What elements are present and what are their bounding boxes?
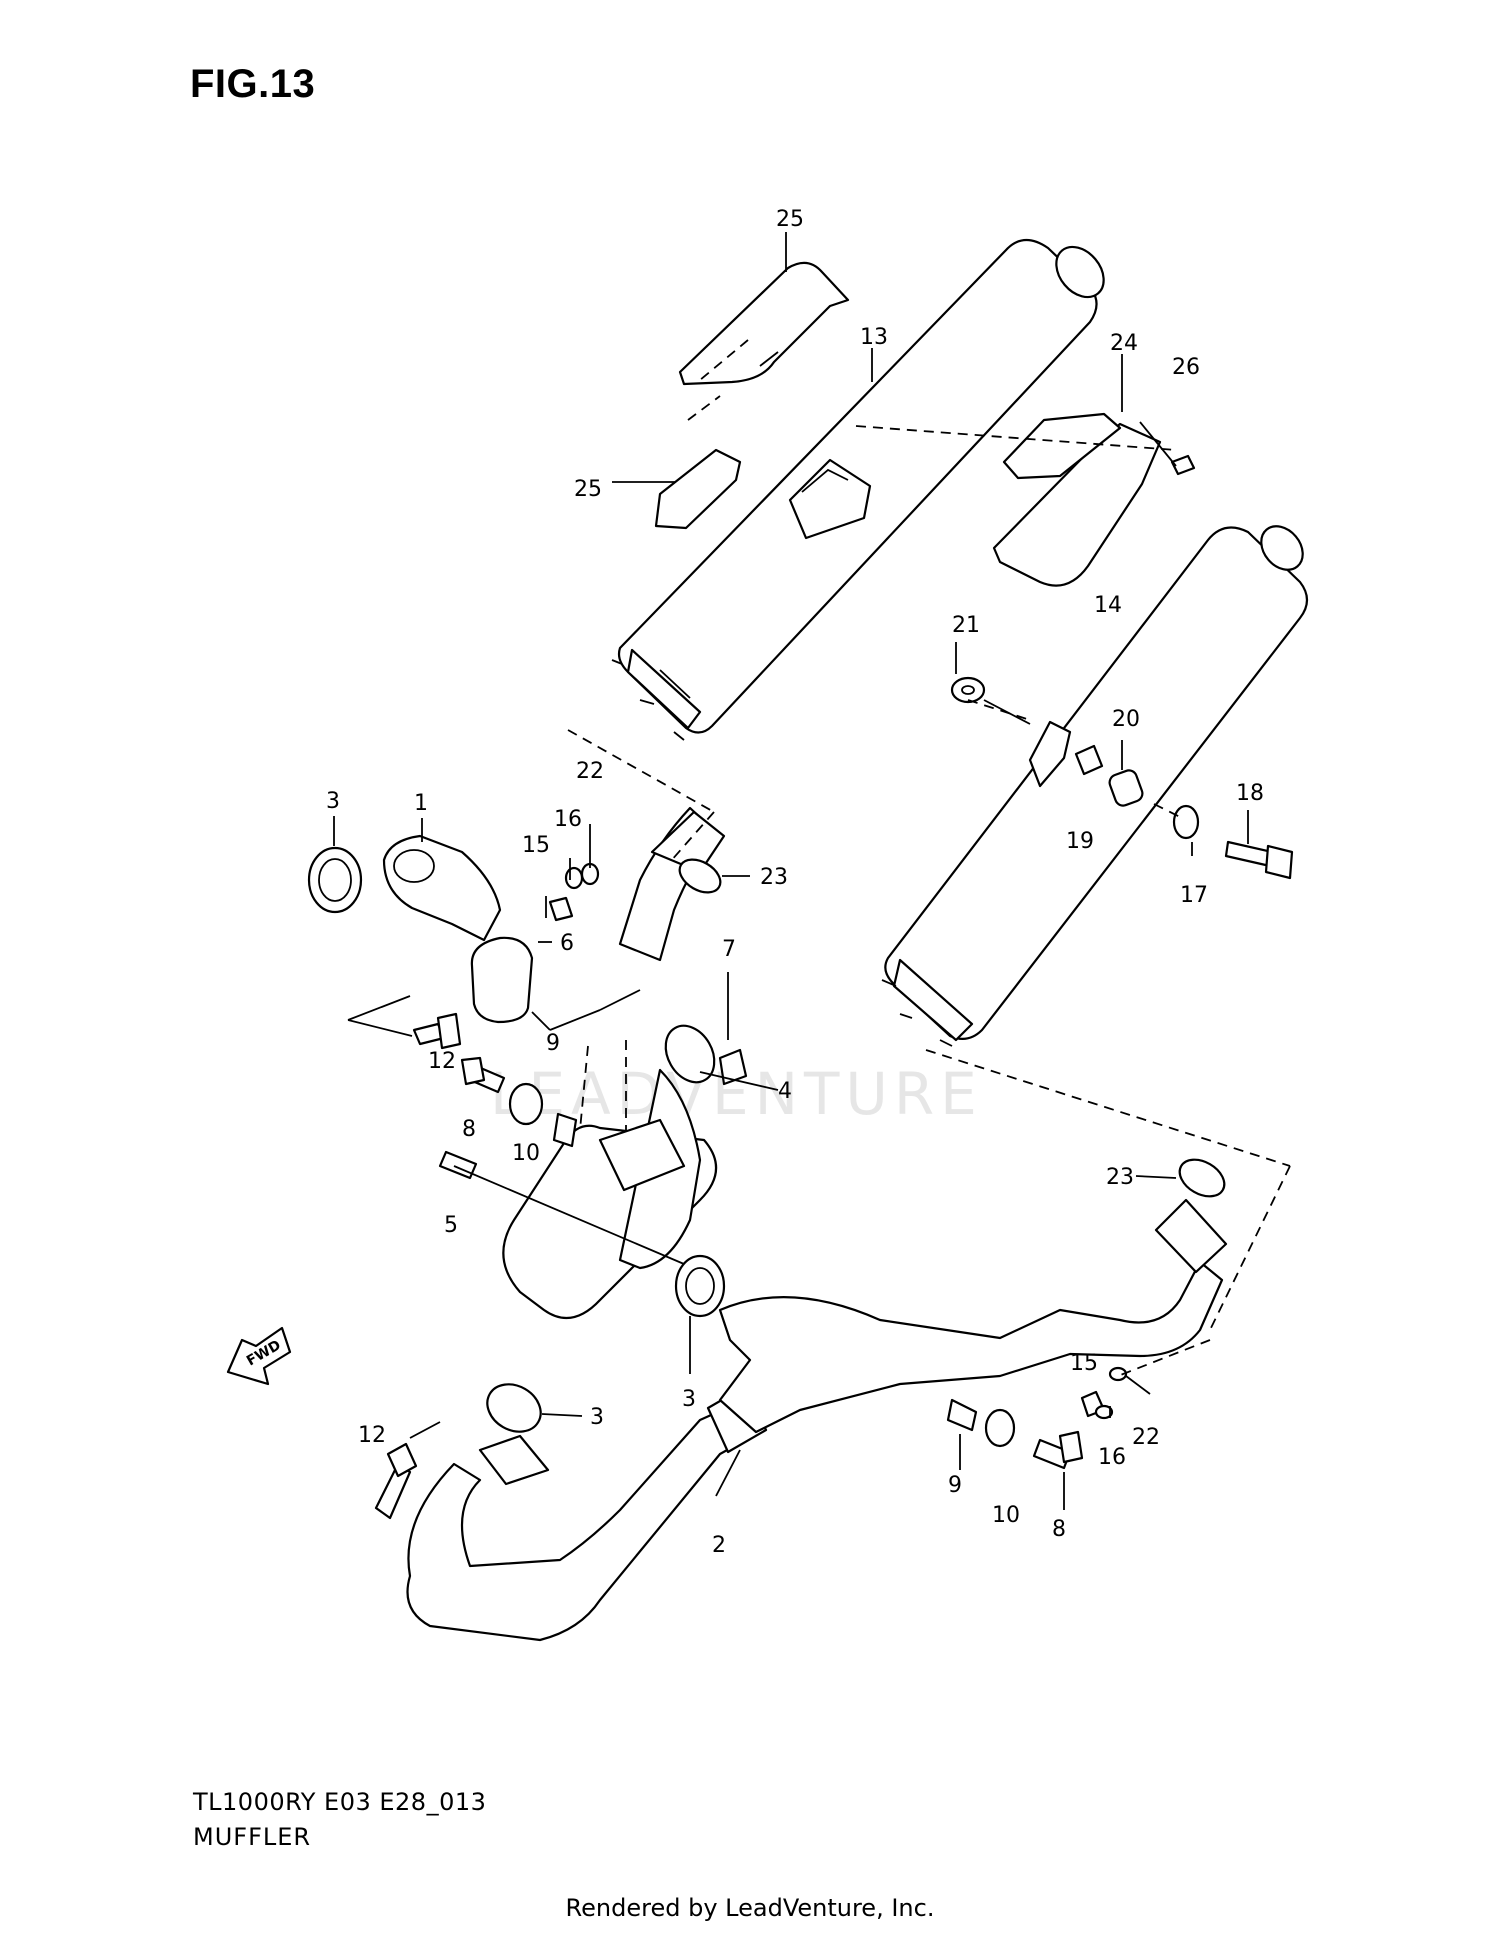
callout-11: 12 [428, 1049, 456, 1074]
callout-16: 16 [554, 807, 582, 832]
callout-16: 16 [1098, 1445, 1126, 1470]
muffler-lower [881, 525, 1309, 1047]
leader-lines [333, 232, 1291, 1510]
front-exhaust-pipe [502, 806, 726, 1320]
callout-22: 22 [576, 759, 604, 784]
mount-hardware-right [950, 676, 1294, 880]
callout-4: 4 [778, 1079, 792, 1104]
callout-21: 21 [952, 613, 980, 638]
callout-1: 1 [414, 791, 428, 816]
callout-7: 7 [722, 937, 736, 962]
callout-19: 19 [1066, 829, 1094, 854]
callout-25: 25 [574, 477, 602, 502]
callout-17: 17 [1180, 883, 1208, 908]
fwd-arrow-icon [226, 1326, 292, 1386]
exhaust-joint [382, 834, 534, 1024]
callout-23: 23 [1106, 1165, 1134, 1190]
callout-26: 26 [1172, 355, 1200, 380]
section-name: MUFFLER [193, 1823, 312, 1851]
callout-5: 5 [444, 1213, 458, 1238]
callout-13: 13 [860, 325, 888, 350]
callout-10: 10 [512, 1141, 540, 1166]
callout-18: 18 [1236, 781, 1264, 806]
rear-exhaust-pipe [406, 1198, 1228, 1642]
muffler-upper [611, 238, 1105, 741]
fasteners [374, 454, 1196, 1520]
callout-20: 20 [1112, 707, 1140, 732]
heat-shield-upper [678, 261, 850, 386]
callout-2: 2 [712, 1533, 726, 1558]
callout-15: 15 [522, 833, 550, 858]
figure-title: FIG.13 [190, 62, 316, 106]
gaskets [307, 846, 1226, 1433]
callout-24: 25 [776, 207, 804, 232]
model-code: TL1000RY E03 E28_013 [193, 1788, 487, 1816]
callout-8: 8 [1052, 1517, 1066, 1542]
callout-8: 8 [462, 1117, 476, 1142]
callout-9: 9 [546, 1031, 560, 1056]
callout-10: 10 [992, 1503, 1020, 1528]
callout-12: 12 [358, 1423, 386, 1448]
callout-labels: 25 13 24 26 25 14 21 20 18 19 17 22 16 1… [326, 207, 1264, 1558]
callout-3: 3 [590, 1405, 604, 1430]
heat-shield-14 [992, 412, 1162, 587]
callout-24: 24 [1110, 331, 1138, 356]
callout-3: 3 [326, 789, 340, 814]
callout-6: 6 [560, 931, 574, 956]
callout-15: 15 [1070, 1351, 1098, 1376]
callout-3: 3 [682, 1387, 696, 1412]
callout-22: 22 [1132, 1425, 1160, 1450]
heat-shield-lower [654, 448, 742, 530]
callout-14: 14 [1094, 593, 1122, 618]
callout-23: 23 [760, 865, 788, 890]
callout-9: 9 [948, 1473, 962, 1498]
footer-credit: Rendered by LeadVenture, Inc. [565, 1894, 935, 1922]
